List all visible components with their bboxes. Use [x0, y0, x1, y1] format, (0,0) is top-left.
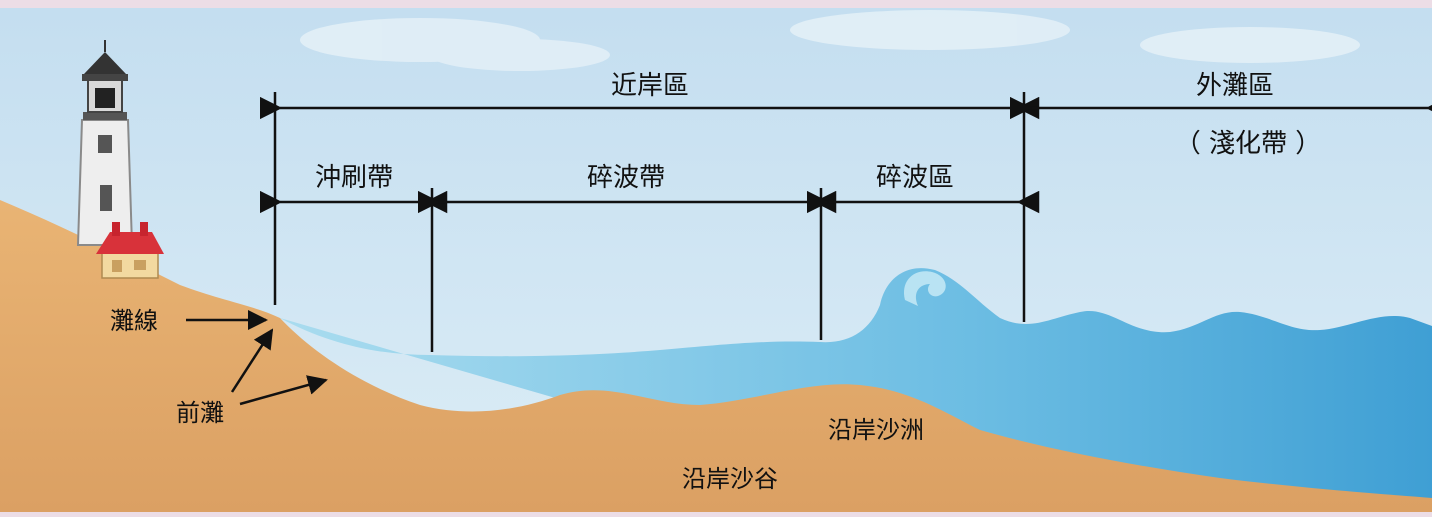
swash-zone-label: 沖刷帶	[315, 163, 393, 193]
foreshore-pointer-arrow-2	[239, 375, 328, 406]
foreshore-label: 前灘	[176, 399, 224, 427]
house-icon	[96, 222, 164, 279]
surf-zone-label: 碎波帶	[587, 163, 665, 193]
foreshore-pointer-arrow-1	[230, 328, 274, 393]
breaking-wave-crest	[904, 271, 946, 306]
longshore-bar-label: 沿岸沙洲	[828, 416, 924, 444]
water	[280, 268, 1432, 500]
sand	[0, 200, 1432, 512]
lighthouse-icon	[76, 40, 134, 246]
nearshore-zone-label: 近岸區	[611, 71, 689, 101]
offshore-sub-label: （ 淺化帶 ）	[1175, 129, 1322, 159]
clouds	[300, 10, 1360, 71]
offshore-zone-label: 外灘區	[1196, 71, 1274, 101]
shoreline-label: 灘線	[110, 307, 158, 335]
longshore-trough-label: 沿岸沙谷	[682, 465, 778, 493]
breaker-zone-label: 碎波區	[876, 163, 954, 193]
